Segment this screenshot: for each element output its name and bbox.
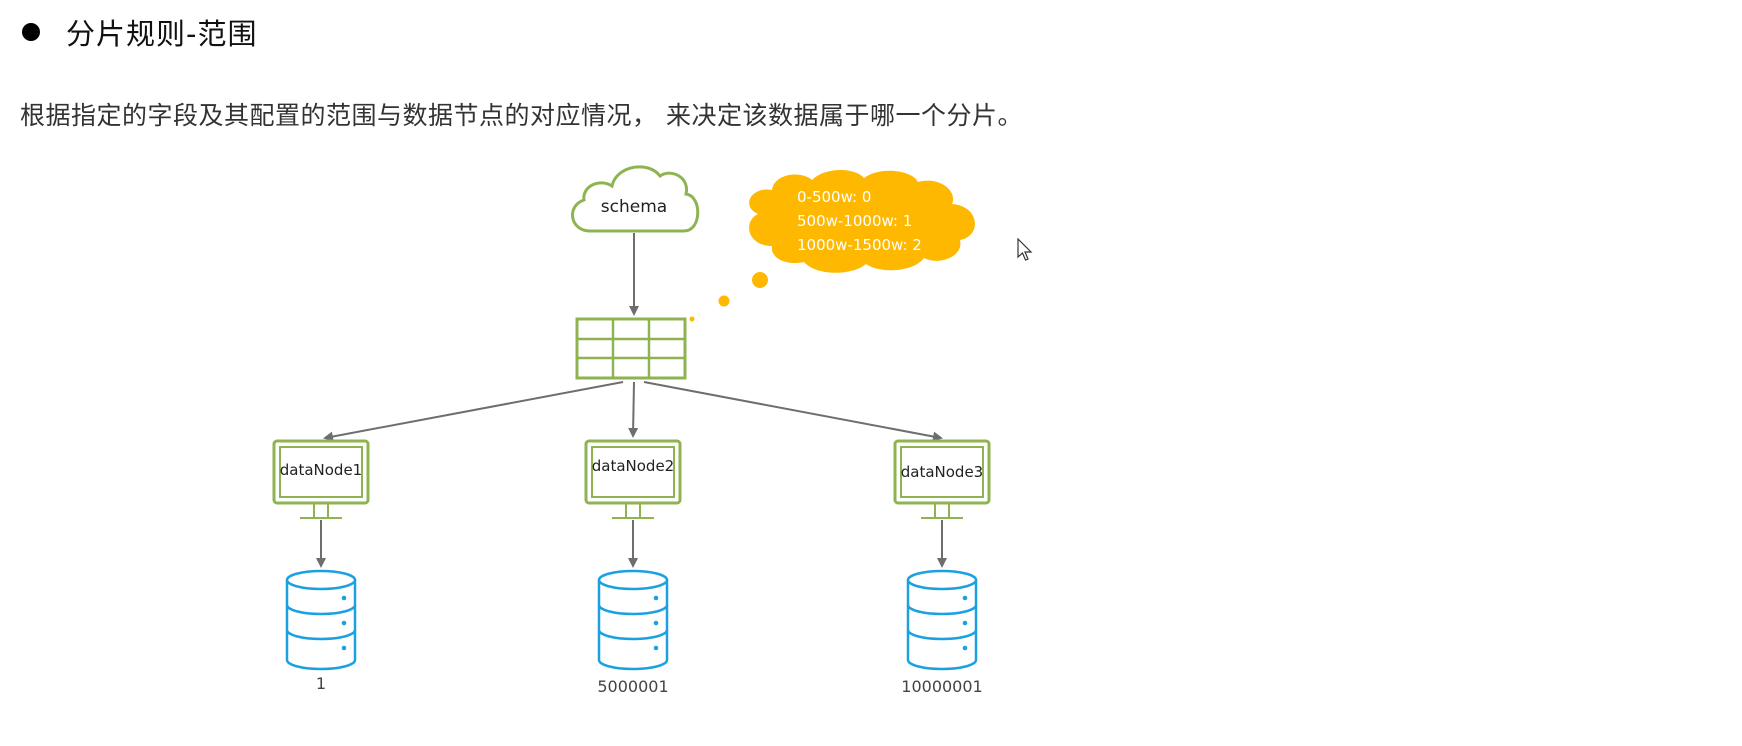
- data-node-label: dataNode1: [280, 461, 362, 479]
- data-node-1: dataNode1 1: [272, 439, 370, 693]
- thought-dot-medium: [718, 295, 730, 307]
- database-icon: [285, 569, 357, 671]
- range-line-0: 0-500w: 0: [797, 188, 871, 206]
- start-value-label: 1: [316, 674, 326, 693]
- data-node-label: dataNode2: [592, 457, 674, 475]
- range-thought-bubble: 0-500w: 0 500w-1000w: 1 1000w-1500w: 2: [749, 170, 975, 273]
- arrow-table-to-node1: [323, 381, 624, 442]
- monitor-icon: [272, 439, 370, 519]
- section-heading: 分片规则-范围: [22, 10, 257, 54]
- database-icon: [906, 569, 978, 671]
- start-value-label: 5000001: [597, 677, 668, 696]
- data-node-3: dataNode3 10000001: [893, 439, 991, 696]
- mouse-pointer-icon: [1017, 238, 1033, 261]
- cloud-icon: [571, 165, 700, 233]
- schema-label: schema: [601, 197, 667, 217]
- data-node-2: dataNode2 5000001: [584, 439, 682, 696]
- monitor-icon: [893, 439, 991, 519]
- database-icon: [597, 569, 669, 671]
- description-text: 根据指定的字段及其配置的范围与数据节点的对应情况， 来决定该数据属于哪一个分片。: [20, 101, 1023, 130]
- table-grid-icon: [575, 317, 687, 380]
- range-line-2: 1000w-1500w: 2: [797, 236, 922, 254]
- thought-bubble-icon: [749, 170, 975, 273]
- arrow-table-to-node3: [643, 381, 943, 442]
- bullet-icon: [22, 23, 40, 41]
- monitor-icon: [584, 439, 682, 519]
- thought-dot-small: [689, 316, 695, 322]
- range-line-1: 500w-1000w: 1: [797, 212, 912, 230]
- data-node-label: dataNode3: [901, 463, 983, 481]
- schema-cloud: schema: [571, 165, 700, 233]
- start-value-label: 10000001: [901, 677, 982, 696]
- thought-dot-large: [752, 272, 768, 288]
- heading-title: 分片规则-范围: [66, 17, 258, 51]
- arrow-table-to-node2: [628, 381, 639, 438]
